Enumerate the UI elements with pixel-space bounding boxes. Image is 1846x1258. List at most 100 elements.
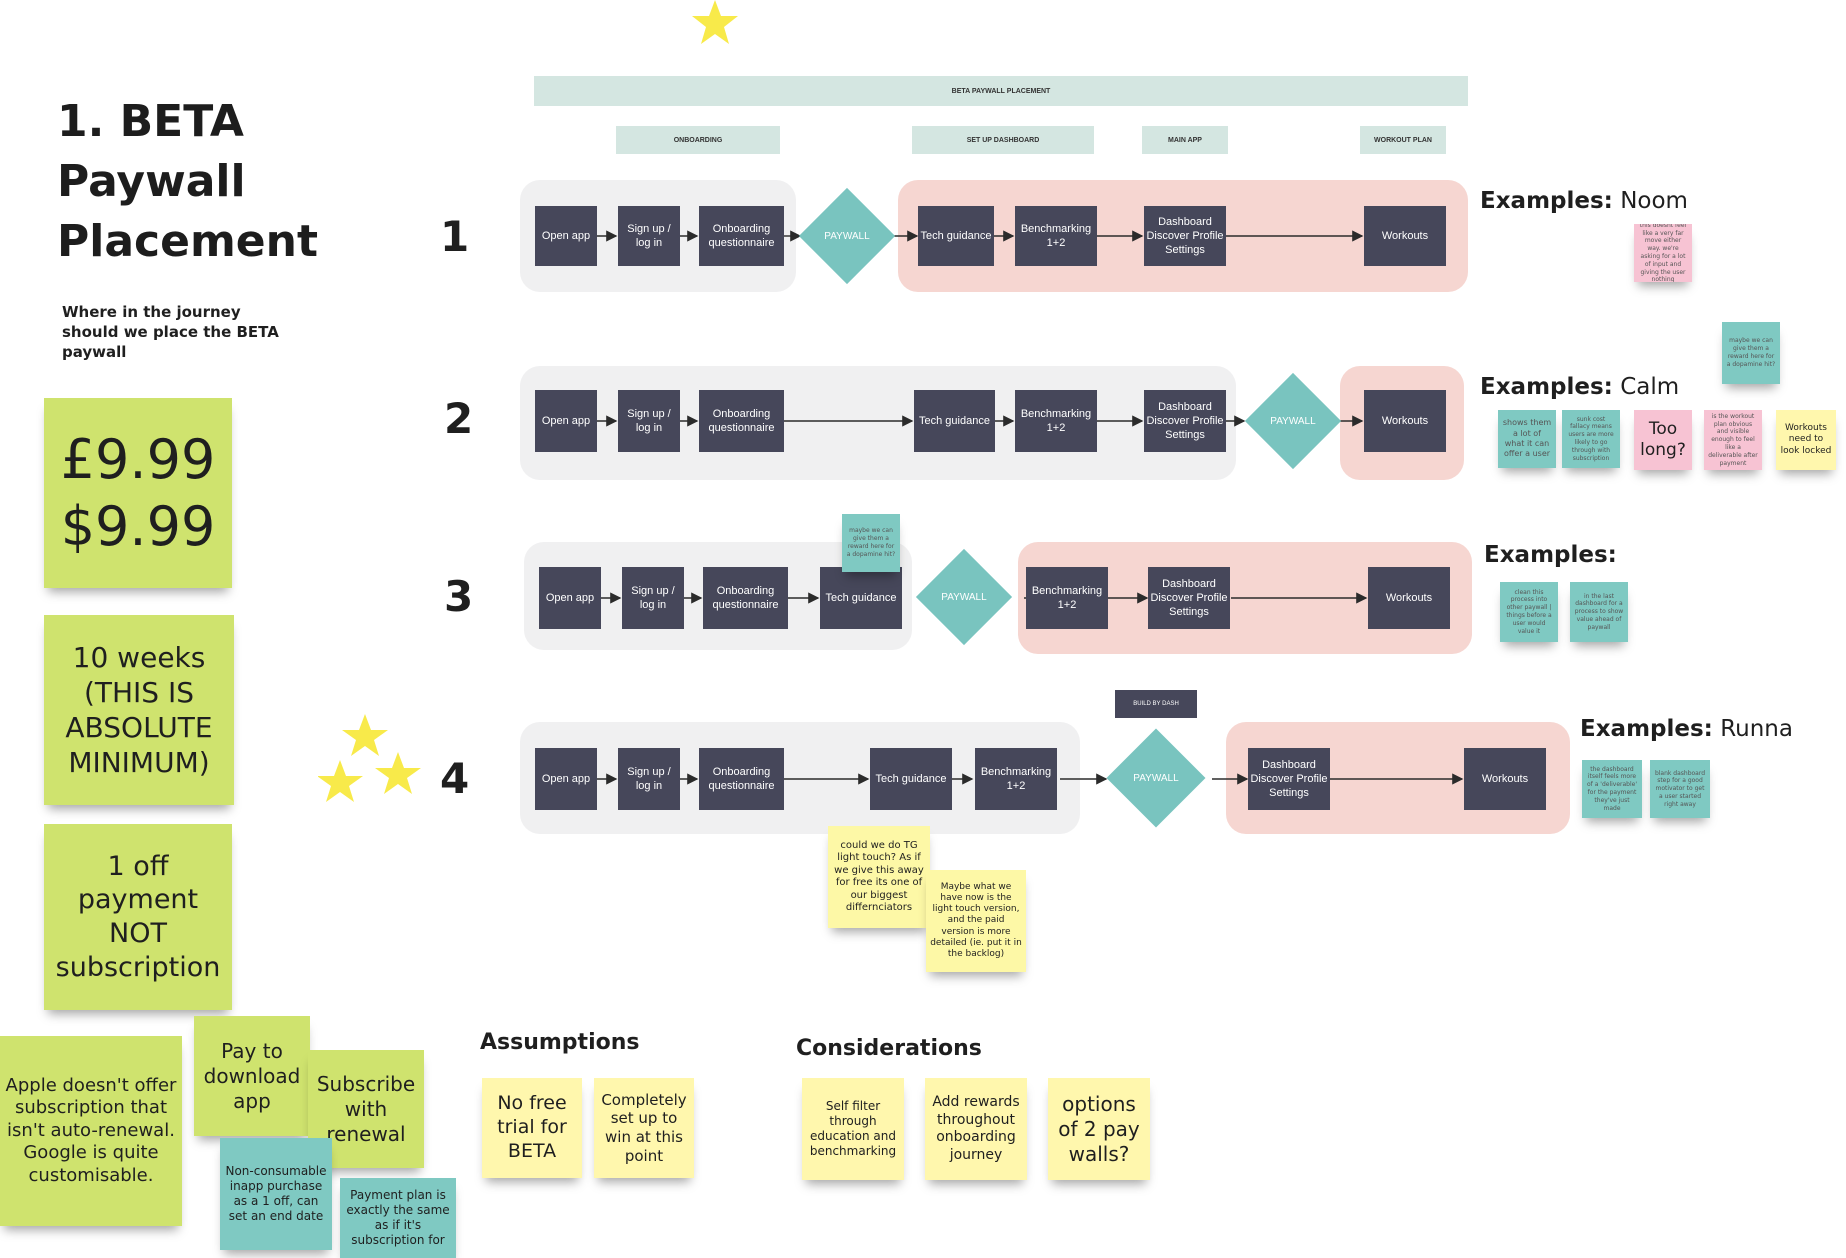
note-runna-2[interactable]: blank dashboard step for a good motivato… [1650,760,1710,818]
consideration-item[interactable]: Self filter through education and benchm… [802,1078,904,1180]
step-dashboard[interactable]: Dashboard Discover Profile Settings [1248,748,1330,810]
examples-label: Examples: [1484,542,1617,568]
note-row3-a[interactable]: clean this process into other paywall | … [1500,582,1558,642]
paywall-label: PAYWALL [1270,415,1316,427]
page-title: 1. BETA Paywall Placement [57,96,318,267]
step-tech-guidance[interactable]: Tech guidance [914,390,995,452]
note-row3-a-text: clean this process into other paywall | … [1506,588,1552,635]
sticky-pay-download-text: Pay to download app [203,1038,301,1113]
consideration-item-text: options of 2 pay walls? [1058,1091,1140,1166]
note-calm-1-text: shows them a lot of what it can offer a … [1502,418,1552,459]
step-onboarding-questionnaire[interactable]: Onboarding questionnaire [699,748,784,810]
page-subtitle: Where in the journey should we place the… [62,303,279,361]
step-dashboard[interactable]: Dashboard Discover Profile Settings [1144,206,1226,266]
step-dashboard[interactable]: Dashboard Discover Profile Settings [1144,390,1226,452]
note-tg-light[interactable]: could we do TG light touch? As if we giv… [828,826,930,928]
step-onboarding-questionnaire[interactable]: Onboarding questionnaire [699,206,784,266]
step-onboarding-questionnaire[interactable]: Onboarding questionnaire [699,390,784,452]
examples-row1-value: Noom [1620,188,1688,214]
sticky-payment-plan-text: Payment plan is exactly the same as if i… [346,1188,450,1247]
note-maybe-what-text: Maybe what we have now is the light touc… [930,881,1022,960]
step-sign-up[interactable]: Sign up / log in [618,206,680,266]
sticky-subscribe-text: Subscribe with renewal [316,1071,416,1146]
note-calm-3-text: Too long? [1640,418,1686,460]
phase-setup: SET UP DASHBOARD [912,126,1094,154]
assumption-item-text: No free trial for BETA [497,1092,567,1162]
paywall-label: PAYWALL [1133,772,1179,784]
considerations-heading: Considerations [796,1036,982,1061]
phase-workout: WORKOUT PLAN [1360,126,1446,154]
row-number-3: 3 [444,572,474,621]
sticky-apple-text: Apple doesn't offer subscription that is… [5,1074,177,1186]
paywall-diamond[interactable]: PAYWALL [1244,372,1342,470]
consideration-item[interactable]: options of 2 pay walls? [1048,1078,1150,1180]
row-number-4: 4 [440,754,470,803]
step-sign-up[interactable]: Sign up / log in [618,390,680,452]
star-icon [692,0,738,44]
note-calm-5[interactable]: Workouts need to look locked [1776,410,1836,470]
consideration-item-text: Self filter through education and benchm… [809,1099,897,1158]
step-dashboard[interactable]: Dashboard Discover Profile Settings [1148,567,1230,629]
step-sign-up[interactable]: Sign up / log in [622,567,684,629]
step-open-app[interactable]: Open app [535,390,597,452]
sticky-price[interactable]: £9.99 $9.99 [44,398,232,588]
note-calm-1[interactable]: shows them a lot of what it can offer a … [1498,410,1556,468]
paywall-label: PAYWALL [941,591,987,603]
step-workouts[interactable]: Workouts [1464,748,1546,810]
paywall-diamond[interactable]: PAYWALL [1106,728,1206,828]
step-onboarding-questionnaire[interactable]: Onboarding questionnaire [703,567,788,629]
note-runna-1[interactable]: the dashboard itself feels more of a 'de… [1582,760,1642,818]
assumption-item[interactable]: Completely set up to win at this point [594,1078,694,1178]
step-benchmarking[interactable]: Benchmarking 1+2 [1015,390,1097,452]
step-open-app[interactable]: Open app [535,206,597,266]
sticky-weeks[interactable]: 10 weeks (THIS IS ABSOLUTE MINIMUM) [44,615,234,805]
note-calm-4[interactable]: is the workout plan obvious and visible … [1704,410,1762,470]
note-calm-3[interactable]: Too long? [1634,410,1692,470]
sticky-pay-download[interactable]: Pay to download app [194,1016,310,1136]
examples-row2-value: Calm [1620,374,1680,400]
note-noom[interactable]: this doesnt feel like a very far move ei… [1634,224,1692,282]
sticky-non-consumable[interactable]: Non-consumable inapp purchase as a 1 off… [220,1138,332,1250]
step-tech-guidance[interactable]: Tech guidance [870,748,952,810]
consideration-item[interactable]: Add rewards throughout onboarding journe… [925,1078,1027,1180]
step-tech-guidance[interactable]: Tech guidance [918,206,994,266]
build-by-dash-tag: BUILD BY DASH [1115,690,1197,718]
note-calm-reward[interactable]: maybe we can give them a reward here for… [1722,322,1780,384]
step-tech-guidance[interactable]: Tech guidance [820,567,902,629]
sticky-payment-plan[interactable]: Payment plan is exactly the same as if i… [340,1178,456,1258]
sticky-apple[interactable]: Apple doesn't offer subscription that is… [0,1036,182,1226]
sticky-one-off-text: 1 off payment NOT subscription [55,850,221,983]
row-number-2: 2 [444,394,474,443]
examples-row3: Examples: [1484,542,1617,568]
assumption-item-text: Completely set up to win at this point [601,1090,687,1165]
paywall-diamond[interactable]: PAYWALL [914,548,1014,646]
step-open-app[interactable]: Open app [539,567,601,629]
step-workouts[interactable]: Workouts [1364,390,1446,452]
note-calm-2[interactable]: sunk cost fallacy means users are more l… [1562,410,1620,468]
step-workouts[interactable]: Workouts [1364,206,1446,266]
examples-row1: Examples: Noom [1480,188,1688,214]
examples-label: Examples: [1480,374,1613,400]
step-benchmarking[interactable]: Benchmarking 1+2 [1015,206,1097,266]
note-row3-b[interactable]: in the last dashboard for a process to s… [1570,582,1628,642]
paywall-diamond[interactable]: PAYWALL [798,187,896,285]
sticky-weeks-text: 10 weeks (THIS IS ABSOLUTE MINIMUM) [65,641,213,779]
step-workouts[interactable]: Workouts [1368,567,1450,629]
step-open-app[interactable]: Open app [535,748,597,810]
assumption-item[interactable]: No free trial for BETA [482,1078,582,1178]
header-bar: BETA PAYWALL PLACEMENT [534,76,1468,106]
note-row3-reward-text: maybe we can give them a reward here for… [846,527,896,558]
note-calm-2-text: sunk cost fallacy means users are more l… [1568,415,1614,462]
note-maybe-what[interactable]: Maybe what we have now is the light touc… [926,870,1026,972]
note-runna-1-text: the dashboard itself feels more of a 'de… [1587,765,1637,812]
sticky-one-off[interactable]: 1 off payment NOT subscription [44,824,232,1010]
note-tg-light-text: could we do TG light touch? As if we giv… [834,839,924,914]
assumptions-heading: Assumptions [480,1030,640,1055]
row-number-1: 1 [440,212,470,261]
step-sign-up[interactable]: Sign up / log in [618,748,680,810]
note-row3-reward[interactable]: maybe we can give them a reward here for… [842,514,900,572]
step-benchmarking[interactable]: Benchmarking 1+2 [1026,567,1108,629]
examples-label: Examples: [1580,716,1713,742]
step-benchmarking[interactable]: Benchmarking 1+2 [975,748,1057,810]
examples-row2: Examples: Calm [1480,374,1679,400]
